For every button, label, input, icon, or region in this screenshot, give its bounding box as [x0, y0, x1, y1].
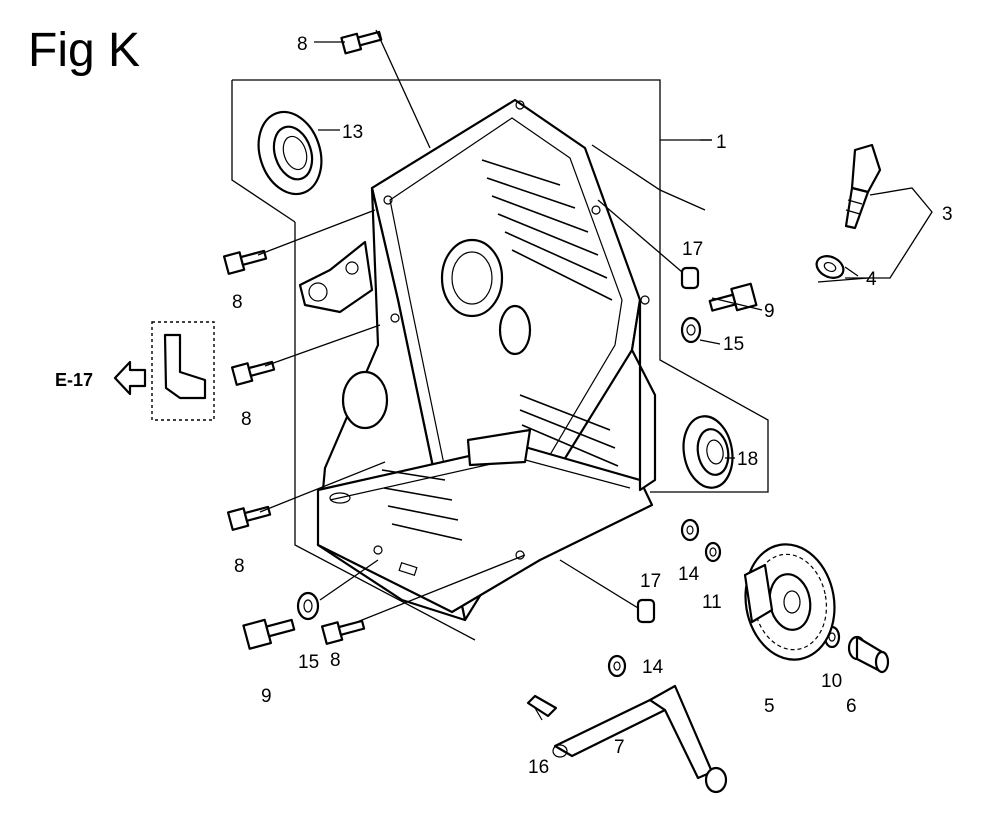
callout-17-upper: 17 [682, 239, 703, 260]
callout-7: 7 [614, 737, 625, 758]
small-washers [607, 518, 700, 678]
governor-gear [743, 543, 836, 661]
shaft-clip [526, 694, 558, 721]
callout-16: 16 [528, 757, 549, 778]
group-frame [231, 79, 769, 641]
reference-label: E-17 [55, 370, 93, 390]
callout-17-lower: 17 [640, 571, 661, 592]
callout-9-left: 9 [261, 686, 272, 707]
callout-8-bottom: 8 [330, 650, 341, 671]
callout-13: 13 [342, 122, 363, 143]
breather-tube [151, 321, 215, 421]
callout-8-mid: 8 [241, 409, 252, 430]
callout-15-right: 15 [723, 334, 744, 355]
callout-14-lower: 14 [642, 657, 664, 678]
callout-11: 11 [702, 592, 722, 613]
callout-10: 10 [821, 671, 842, 692]
dowel-pins [636, 266, 700, 624]
callout-9-right: 9 [764, 301, 775, 322]
crankcase-body [298, 98, 657, 622]
callout-6: 6 [846, 696, 857, 717]
callout-8-upper: 8 [232, 292, 243, 313]
callout-14-right: 14 [678, 564, 700, 585]
callout-8-low: 8 [234, 556, 245, 577]
reference-arrow: E-17 [55, 360, 147, 396]
callout-15-left: 15 [298, 652, 319, 673]
callout-3: 3 [942, 204, 953, 225]
callout-18: 18 [737, 449, 758, 470]
cooling-fins [381, 159, 619, 541]
sensor-gasket [815, 255, 845, 279]
governor-shaft [552, 684, 728, 794]
callout-labels: 1 3 4 5 6 7 8 8 8 8 8 9 9 10 11 13 14 14… [232, 34, 953, 778]
washers [296, 316, 702, 621]
oil-sensor [844, 143, 882, 230]
leader-lines [257, 29, 933, 625]
bearing [682, 415, 734, 489]
callout-4: 4 [866, 269, 877, 290]
callout-8-top: 8 [297, 34, 308, 55]
oil-seal [257, 110, 323, 196]
figure-title: Fig K [28, 24, 140, 77]
callout-1: 1 [716, 132, 727, 153]
gear-shaft [847, 635, 890, 674]
callout-5: 5 [764, 696, 775, 717]
flange-bolt-washer [242, 282, 758, 650]
